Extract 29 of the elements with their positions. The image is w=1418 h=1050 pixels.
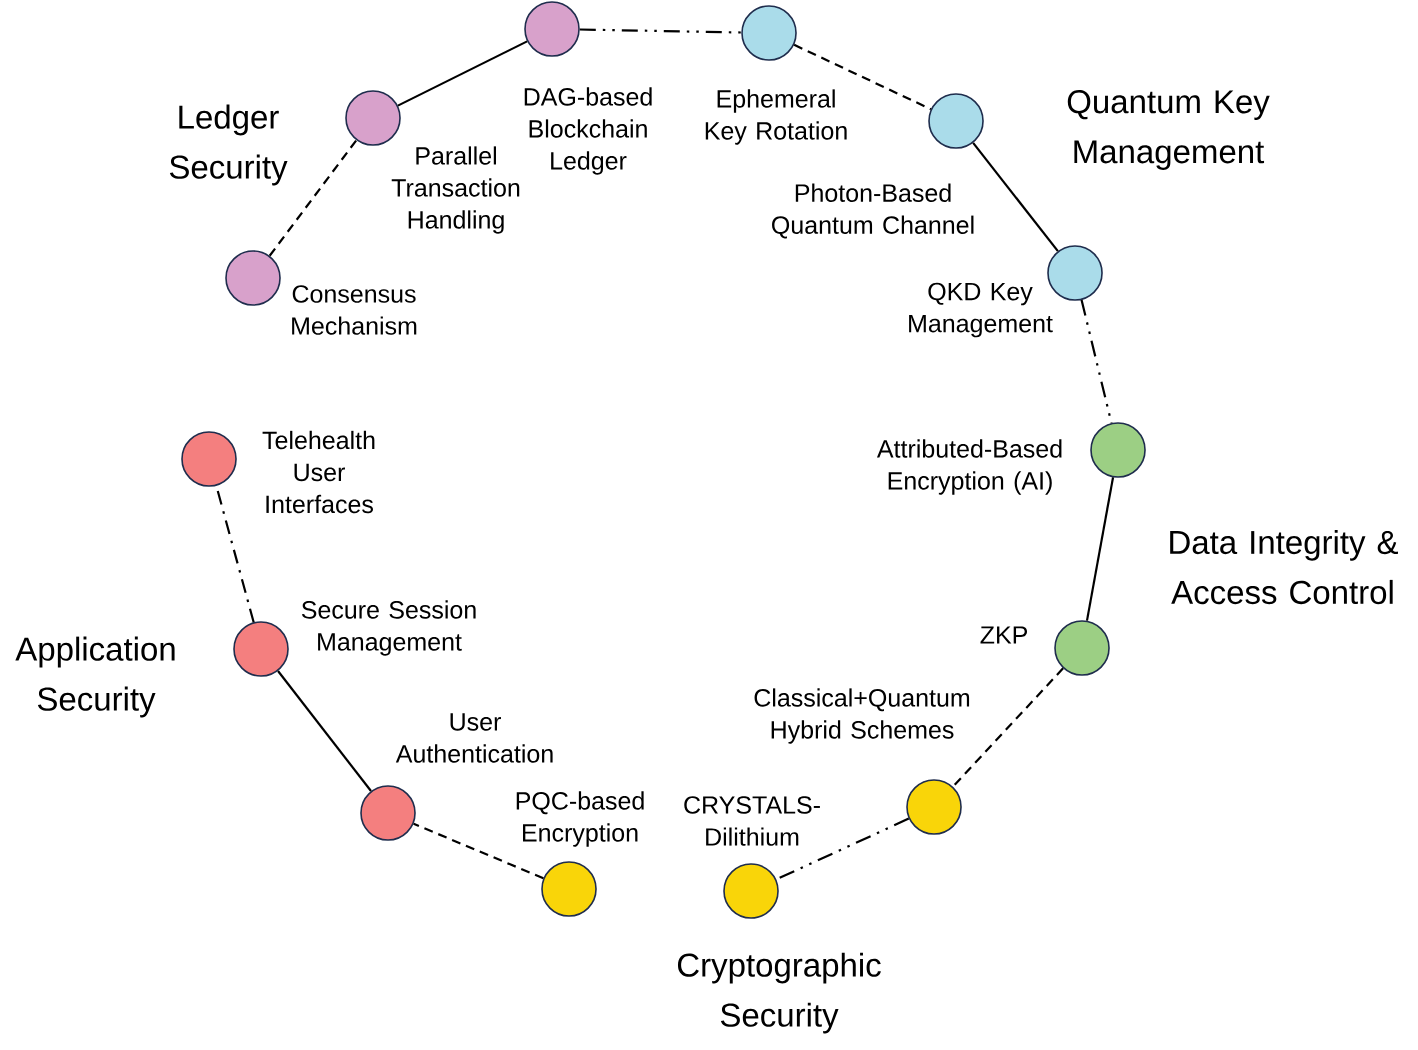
group-heading: Application Security xyxy=(15,636,175,718)
connector-line xyxy=(972,142,1059,252)
node-label: Secure Session Management xyxy=(301,600,476,656)
connector-line xyxy=(268,139,358,257)
node-label: Photon-Based Quantum Channel xyxy=(772,183,974,239)
node-label: Telehealth User Interfaces xyxy=(262,430,375,514)
node-label: Consensus Mechanism xyxy=(292,285,417,335)
node-label: ZKP xyxy=(980,626,1027,644)
connector-line xyxy=(1080,299,1113,424)
group-heading: Data Integrity & Access Control xyxy=(1170,529,1398,605)
node-label: CRYSTALS-Dilithium xyxy=(684,796,820,846)
node-label: DAG-based Blockchain Ledger xyxy=(524,87,652,175)
connector-line xyxy=(277,670,372,792)
connector-line xyxy=(413,822,544,880)
node-label: Ephemeral Key Rotation xyxy=(705,89,847,145)
connector-line xyxy=(1085,477,1115,621)
connector-line xyxy=(579,28,742,34)
node-label: Attributed-Based Encryption (AI) xyxy=(876,439,1062,495)
connector-line xyxy=(397,40,528,107)
node-label: Classical+Quantum Hybrid Schemes xyxy=(754,688,970,744)
connector-line xyxy=(952,667,1064,788)
group-heading: Cryptographic Security xyxy=(677,952,881,1034)
connector-line xyxy=(793,43,932,111)
node-label: QKD Key Management xyxy=(909,282,1053,338)
node-label: User Authentication xyxy=(395,713,553,763)
group-heading: Ledger Security xyxy=(169,104,288,186)
node-label: Parallel Transaction Handling xyxy=(391,146,520,234)
group-heading: Quantum Key Management xyxy=(1067,90,1270,170)
node-label: PQC-based Encryption xyxy=(516,791,644,847)
